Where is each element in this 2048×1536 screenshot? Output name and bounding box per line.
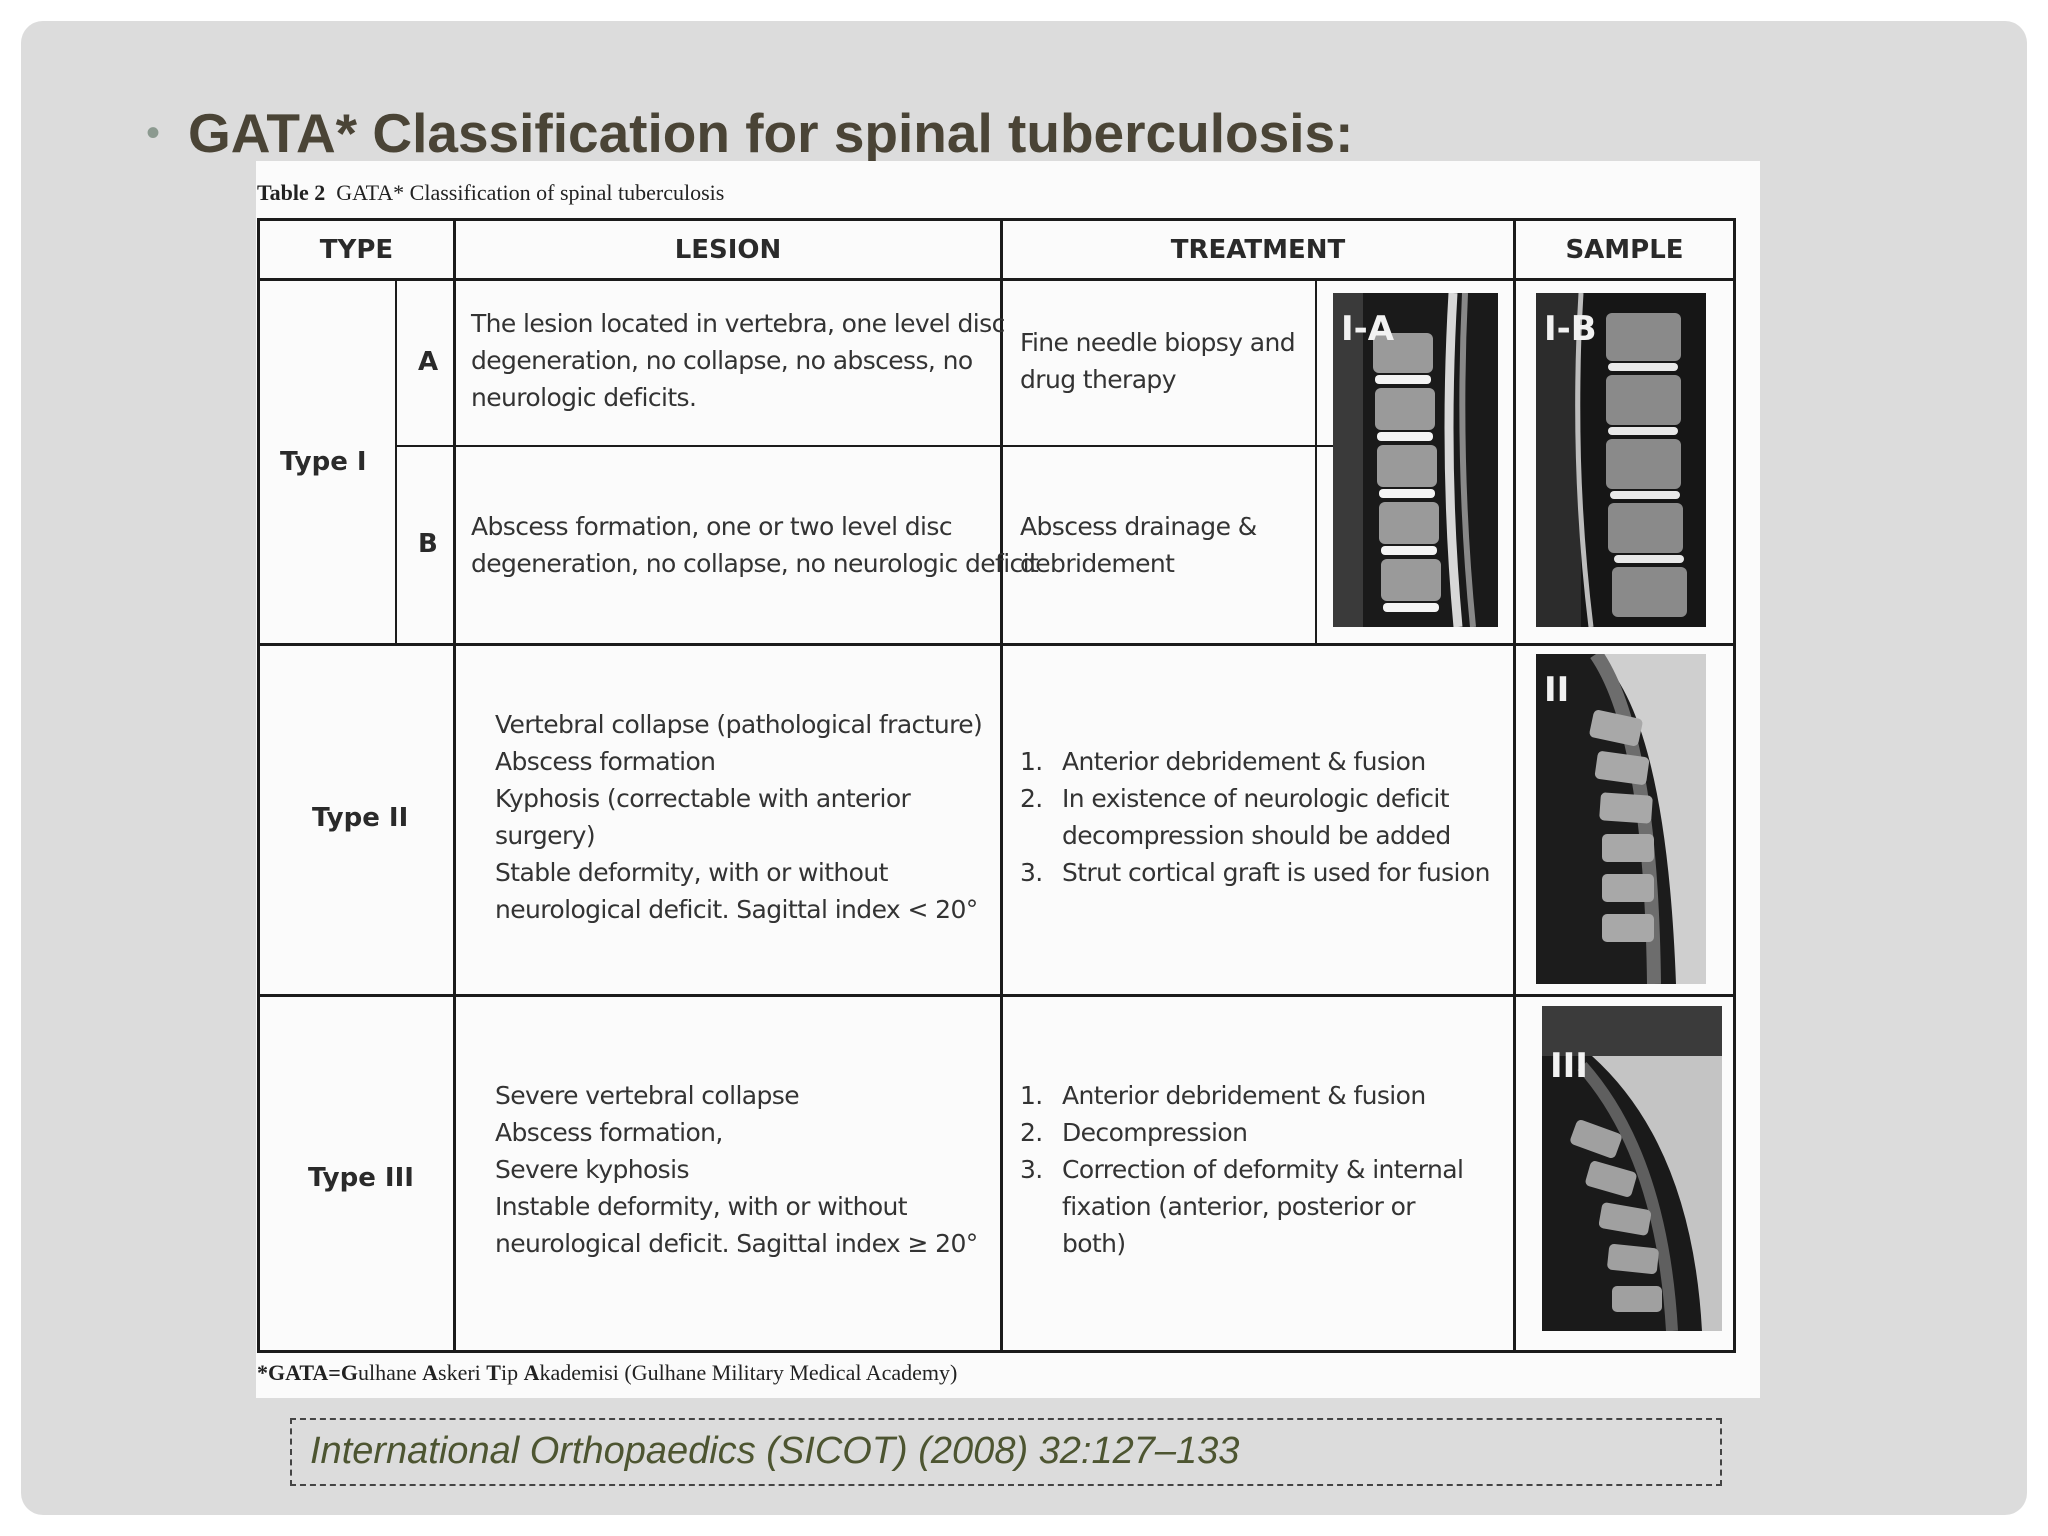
table-caption: Table 2 GATA* Classification of spinal t… <box>257 180 724 206</box>
lesion-line: Kyphosis (correctable with anterior <box>495 784 911 813</box>
image-label-3: III <box>1550 1046 1588 1086</box>
lesion-line: Stable deformity, with or without <box>495 858 888 887</box>
header-divider <box>260 278 1733 281</box>
type3-lesion: Severe vertebral collapse Abscess format… <box>495 1077 978 1262</box>
spine-mri-graphic <box>1536 293 1706 627</box>
type2-treatment: 1.Anterior debridement & fusion 2.In exi… <box>1020 743 1490 891</box>
row2-divider <box>260 994 1733 997</box>
image-label-1a: I-A <box>1341 309 1395 349</box>
slide-title: GATA* Classification for spinal tubercul… <box>188 102 1354 164</box>
col-divider-subtype <box>395 278 397 644</box>
table-figure: Table 2 GATA* Classification of spinal t… <box>256 161 1760 1398</box>
mri-image-type3: III <box>1542 1006 1722 1331</box>
lesion-line: neurologic deficits. <box>471 383 697 412</box>
header-sample: SAMPLE <box>1565 234 1684 265</box>
type1-sub-divider <box>395 445 1399 447</box>
treatment-line: Fine needle biopsy and <box>1020 328 1296 357</box>
treatment-item: 3.Strut cortical graft is used for fusio… <box>1020 858 1490 887</box>
type2-lesion: Vertebral collapse (pathological fractur… <box>495 706 983 928</box>
classification-table: TYPE LESION TREATMENT SAMPLE Type I A B … <box>257 218 1736 1353</box>
type1a-treatment: Fine needle biopsy and drug therapy <box>1020 324 1296 398</box>
mri-image-type1b: I-B <box>1536 293 1706 627</box>
type1b-sublabel: B <box>418 529 438 559</box>
spine-mri-graphic <box>1536 654 1706 984</box>
table-footnote: *GATA=Gulhane Askeri Tip Akademisi (Gulh… <box>257 1360 958 1385</box>
spine-mri-graphic <box>1542 1006 1722 1331</box>
citation-box: International Orthopaedics (SICOT) (2008… <box>290 1418 1722 1486</box>
type1b-treatment: Abscess drainage & debridement <box>1020 508 1257 582</box>
lesion-line: Severe kyphosis <box>495 1155 689 1184</box>
lesion-line: neurological deficit. Sagittal index < 2… <box>495 895 978 924</box>
mri-image-type2: II <box>1536 654 1706 984</box>
caption-text: GATA* Classification of spinal tuberculo… <box>336 180 725 205</box>
treatment-line: debridement <box>1020 549 1175 578</box>
lesion-line: Vertebral collapse (pathological fractur… <box>495 710 983 739</box>
col-divider-lesion <box>453 221 456 1350</box>
lesion-line: surgery) <box>495 821 596 850</box>
lesion-line: The lesion located in vertebra, one leve… <box>471 309 1005 338</box>
citation-text: International Orthopaedics (SICOT) (2008… <box>310 1430 1240 1472</box>
type2-label: Type II <box>312 803 409 833</box>
col-divider-sample <box>1513 221 1516 1350</box>
bullet-icon: • <box>146 111 161 155</box>
lesion-line: neurological deficit. Sagittal index ≥ 2… <box>495 1229 978 1258</box>
lesion-line: Abscess formation, <box>495 1118 723 1147</box>
col-divider-image-a <box>1315 278 1317 644</box>
treatment-item: 1.Anterior debridement & fusion <box>1020 1081 1426 1110</box>
treatment-item: 2.Decompression <box>1020 1118 1248 1147</box>
header-treatment: TREATMENT <box>1170 234 1346 265</box>
type3-label: Type III <box>308 1163 414 1193</box>
type1a-lesion: The lesion located in vertebra, one leve… <box>471 305 1005 416</box>
lesion-line: degeneration, no collapse, no neurologic… <box>471 549 1039 578</box>
treatment-line: drug therapy <box>1020 365 1177 394</box>
type1b-lesion: Abscess formation, one or two level disc… <box>471 508 1039 582</box>
treatment-line: Abscess drainage & <box>1020 512 1257 541</box>
spine-mri-graphic <box>1333 293 1498 627</box>
lesion-line: Instable deformity, with or without <box>495 1192 908 1221</box>
mri-image-type1a: I-A <box>1333 293 1498 627</box>
type1-label: Type I <box>280 447 367 477</box>
image-label-1b: I-B <box>1544 309 1597 349</box>
row1-divider <box>260 643 1733 646</box>
type1a-sublabel: A <box>418 347 439 377</box>
caption-prefix: Table 2 <box>257 180 326 205</box>
lesion-line: degeneration, no collapse, no abscess, n… <box>471 346 973 375</box>
title-row: • GATA* Classification for spinal tuberc… <box>146 101 1353 165</box>
header-type: TYPE <box>319 234 394 265</box>
treatment-item: 1.Anterior debridement & fusion <box>1020 747 1426 776</box>
type3-treatment: 1.Anterior debridement & fusion 2.Decomp… <box>1020 1077 1464 1262</box>
col-divider-treatment <box>1000 221 1003 1350</box>
header-lesion: LESION <box>674 234 782 265</box>
image-label-2: II <box>1544 670 1570 710</box>
lesion-line: Abscess formation, one or two level disc <box>471 512 953 541</box>
lesion-line: Severe vertebral collapse <box>495 1081 800 1110</box>
lesion-line: Abscess formation <box>495 747 716 776</box>
